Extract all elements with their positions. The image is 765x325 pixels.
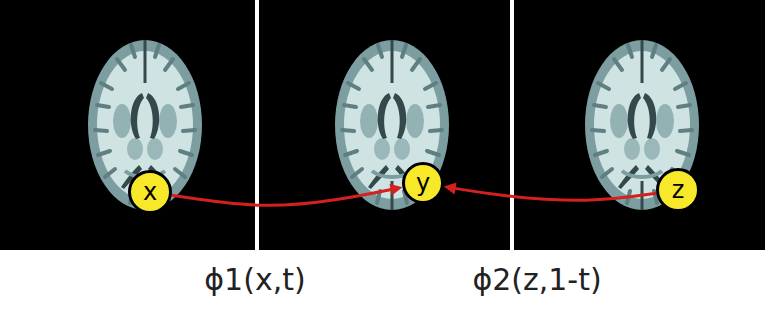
image-panel (259, 0, 510, 250)
point-label: y (416, 171, 430, 195)
point-marker: y (402, 162, 444, 204)
brain-slice (88, 40, 202, 210)
point-label: z (672, 178, 685, 202)
image-panel (0, 0, 255, 250)
marker-circle (130, 172, 171, 213)
mapping-arrow (448, 187, 657, 200)
image-panel (514, 0, 765, 250)
point-marker: z (656, 168, 700, 212)
panel-ground (0, 0, 765, 250)
formula-label: ϕ2(z,1-t) (472, 262, 601, 298)
point-marker: x (128, 170, 172, 214)
brain-slice (585, 40, 699, 210)
mapping-arrow (172, 188, 399, 205)
point-label: x (143, 180, 157, 204)
marker-circle (404, 164, 443, 203)
marker-circle (658, 170, 699, 211)
formula-label: ϕ1(x,t) (204, 262, 305, 298)
brain-slice (335, 40, 449, 210)
